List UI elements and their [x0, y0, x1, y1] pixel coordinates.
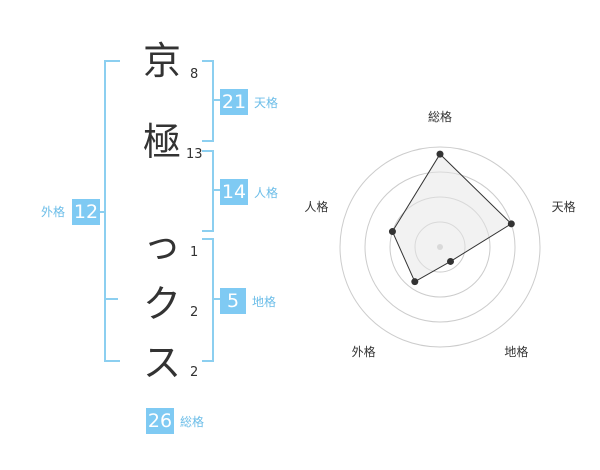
- tenkaku-bracket-tick: [212, 99, 220, 101]
- radar-point-0: [436, 150, 444, 158]
- radar-axis-label-4: 人格: [304, 199, 328, 214]
- name-char-4: ク: [142, 282, 181, 326]
- jinkaku-score-badge: 14: [220, 179, 248, 205]
- gaikaku-label: 外格: [41, 205, 66, 219]
- radar-axis-label-0: 総格: [428, 109, 452, 124]
- gaikaku-score-badge: 12: [72, 199, 100, 225]
- stroke-count-5: 2: [190, 365, 199, 380]
- radar-point-3: [411, 278, 419, 286]
- soukaku-score-badge: 26: [146, 408, 174, 434]
- jinkaku-bracket: [202, 150, 214, 232]
- chikaku-bracket-tick: [212, 298, 220, 300]
- soukaku-label: 総格: [180, 415, 205, 429]
- chikaku-label: 地格: [252, 295, 277, 309]
- tenkaku-score-badge: 21: [220, 89, 248, 115]
- gaikaku-bracket-tick: [98, 211, 104, 213]
- name-char-2: 極: [142, 120, 181, 164]
- radar-point-4: [388, 228, 396, 236]
- name-char-5: ス: [142, 341, 181, 385]
- radar-point-2: [446, 257, 454, 265]
- stroke-count-4: 2: [190, 305, 199, 320]
- stroke-count-2: 13: [186, 147, 203, 162]
- radar-axis-label-2: 地格: [504, 344, 528, 359]
- stroke-count-1: 8: [190, 67, 199, 82]
- name-char-1: 京: [142, 39, 181, 83]
- name-char-3: っ: [142, 223, 181, 267]
- gaikaku-bracket: [104, 60, 120, 362]
- jinkaku-label: 人格: [254, 186, 279, 200]
- chikaku-bracket: [202, 238, 214, 362]
- chikaku-score-badge: 5: [220, 288, 246, 314]
- radar-axis-label-1: 天格: [552, 199, 576, 214]
- jinkaku-bracket-tick: [212, 189, 220, 191]
- tenkaku-label: 天格: [254, 96, 279, 110]
- radar-polygon: [391, 153, 513, 283]
- radar-axis-label-3: 外格: [352, 344, 376, 359]
- radar-ring-4: [339, 146, 541, 348]
- radar-point-1: [507, 220, 515, 228]
- stroke-count-3: 1: [190, 245, 199, 260]
- gaikaku-bracket-inner-tick: [104, 298, 118, 300]
- tenkaku-bracket: [202, 60, 214, 142]
